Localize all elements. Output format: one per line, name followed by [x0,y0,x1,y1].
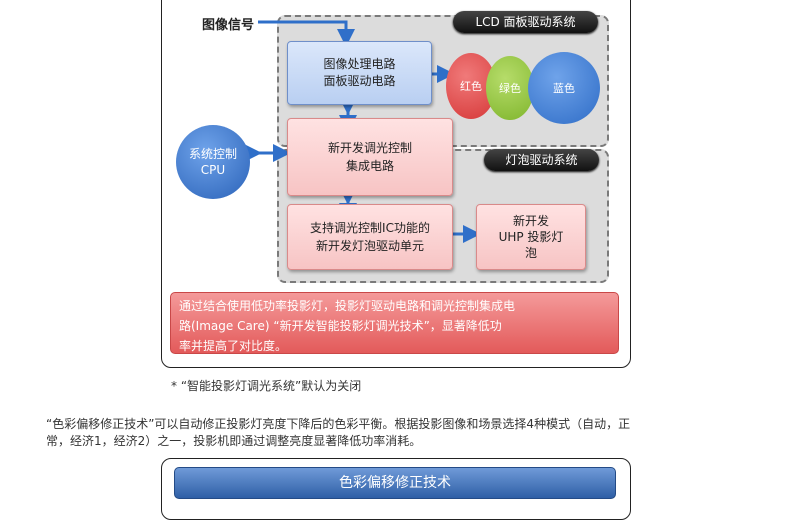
cpu-line2: CPU [200,163,226,177]
input-connector [258,20,355,47]
diagram-arrows [244,20,481,243]
blue-label: 蓝色 [553,82,575,95]
blue-circle: 蓝色 [528,52,600,124]
uhp-line2: UHP 投影灯 [498,230,564,244]
footnote: * “智能投影灯调光系统”默认为关闭 [171,379,362,393]
uhp-line1: 新开发 [512,214,549,228]
red-label: 红色 [460,80,482,93]
section-title: 色彩偏移修正技术 [174,467,616,499]
lamp-driver-line2: 新开发灯泡驱动单元 [315,239,424,253]
image-processing-line1: 图像处理电路 [323,57,396,71]
lamp-driver-line1: 支持调光控制IC功能的 [310,221,430,235]
dimming-ic-line2: 集成电路 [345,159,394,173]
uhp-line3: 泡 [524,246,537,260]
summary-line3: 率并提高了对比度。 [179,339,288,353]
cpu-circle: 系统控制 CPU [176,125,250,199]
lcd-system-label: LCD 面板驱动系统 [453,11,598,33]
summary-banner: 通过结合使用低功率投影灯，投影灯驱动电路和调光控制集成电 路(Image Car… [170,292,619,354]
green-label: 绿色 [499,82,521,95]
dimming-ic-box: 新开发调光控制 集成电路 [287,118,453,196]
paragraph-line2: 常，经济1，经济2）之一，投影机即通过调整亮度显著降低功率消耗。 [46,434,422,448]
uhp-lamp-box: 新开发 UHP 投影灯 泡 [476,204,586,270]
lamp-driver-box: 支持调光控制IC功能的 新开发灯泡驱动单元 [287,204,453,270]
lamp-system-label: 灯泡驱动系统 [484,149,599,171]
image-processing-box: 图像处理电路 面板驱动电路 [287,41,432,105]
input-signal-label: 图像信号 [202,18,255,33]
summary-line2: 路(Image Care) “新开发智能投影灯调光技术”，显著降低功 [179,319,502,333]
green-circle: 绿色 [486,56,534,120]
cpu-line1: 系统控制 [188,147,237,161]
description-paragraph: “色彩偏移修正技术”可以自动修正投影灯亮度下降后的色彩平衡。根据投影图像和场景选… [46,416,756,450]
paragraph-line1: “色彩偏移修正技术”可以自动修正投影灯亮度下降后的色彩平衡。根据投影图像和场景选… [46,417,631,431]
summary-line1: 通过结合使用低功率投影灯，投影灯驱动电路和调光控制集成电 [179,299,516,313]
image-processing-line2: 面板驱动电路 [323,74,396,88]
dimming-ic-line1: 新开发调光控制 [327,141,412,155]
